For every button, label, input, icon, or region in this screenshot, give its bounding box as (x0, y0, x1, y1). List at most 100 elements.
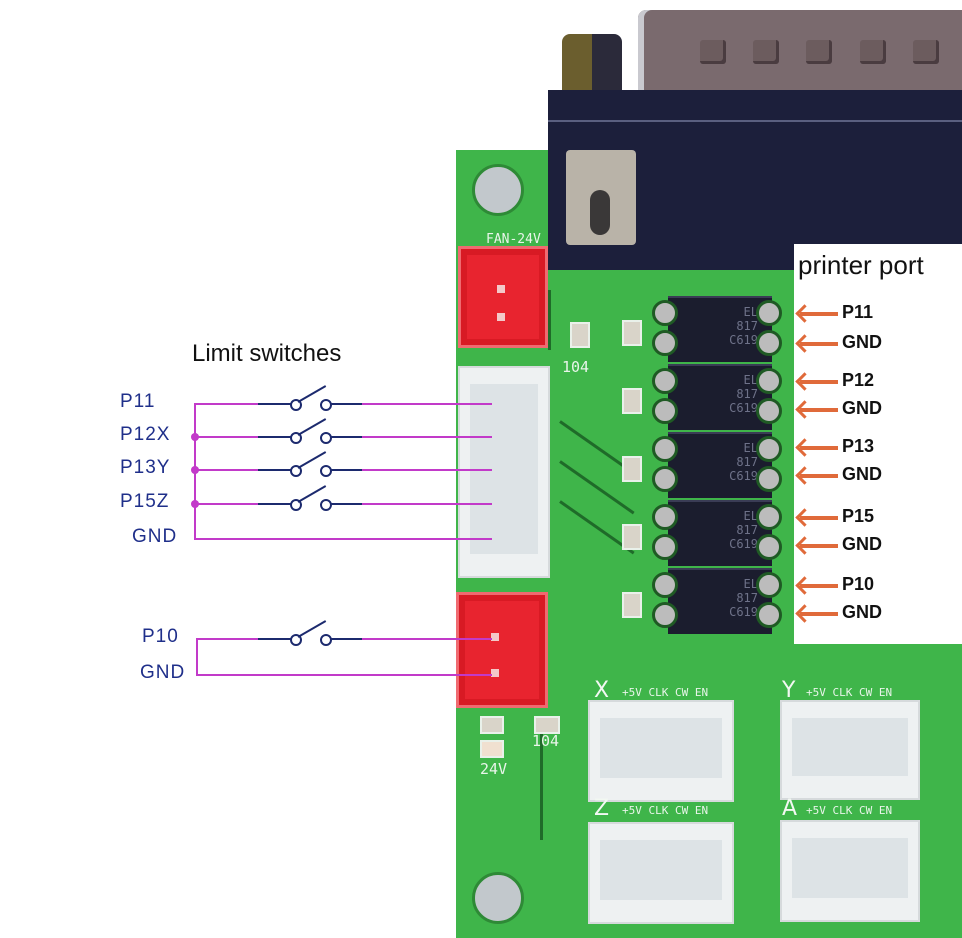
wire (194, 503, 258, 505)
probe-line-label: GND (140, 662, 186, 683)
printer-port-pin-label: P10 (842, 574, 875, 594)
axis-z-pins: +5V CLK CW EN (622, 804, 709, 817)
opto-pad (652, 466, 678, 492)
axis-x-connector (588, 700, 734, 802)
opto-pad (756, 572, 782, 598)
arrow-icon (800, 474, 838, 478)
opto-marking: 817 (736, 591, 758, 605)
common-ground-wire (194, 403, 196, 538)
smd-resistor (622, 456, 642, 482)
opto-pad (652, 534, 678, 560)
opto-pad (652, 572, 678, 598)
axis-y-pins: +5V CLK CW EN (806, 686, 893, 699)
axis-y-label: Y (782, 678, 796, 703)
db25-pin (913, 40, 939, 64)
opto-pad (652, 602, 678, 628)
smd-capacitor (570, 322, 590, 348)
connector-pin (491, 633, 499, 641)
opto-pad (652, 504, 678, 530)
opto-pad (756, 368, 782, 394)
db25-pin (860, 40, 886, 64)
axis-a-connector (780, 820, 920, 922)
opto-marking: C619 (729, 605, 758, 619)
switch-contact (320, 634, 332, 646)
limit-line-label: GND (132, 526, 178, 547)
printer-port-pin-label: GND (842, 332, 882, 352)
opto-pad (756, 466, 782, 492)
wire (194, 403, 258, 405)
arrow-icon (800, 612, 838, 616)
printer-port-pin-label: P15 (842, 506, 875, 526)
opto-pad (756, 330, 782, 356)
printer-port-pin-label: GND (842, 464, 882, 484)
opto-marking: EL (743, 373, 758, 387)
opto-pad (652, 300, 678, 326)
switch-contact (320, 399, 332, 411)
pcb-trace (548, 290, 551, 350)
printer-port-pin-label: P13 (842, 436, 875, 456)
limit-switches-title: Limit switches (192, 340, 342, 367)
opto-marking: C619 (729, 401, 758, 415)
power-led (480, 740, 504, 758)
opto-pad (652, 436, 678, 462)
opto-marking: C619 (729, 537, 758, 551)
switch-contact (320, 499, 332, 511)
switch-lead (258, 469, 292, 471)
probe-line-label: P10 (142, 626, 179, 647)
smd-capacitor (534, 716, 560, 734)
opto-pad (756, 504, 782, 530)
mount-hole-bottom (472, 872, 524, 924)
fan-silk-label: FAN-24V (486, 232, 541, 247)
wire (196, 638, 258, 640)
switch-contact (320, 465, 332, 477)
printer-port-pin-label: GND (842, 534, 882, 554)
wire (196, 674, 492, 676)
axis-x-label: X (594, 678, 610, 703)
wire (362, 469, 492, 471)
opto-pad (756, 534, 782, 560)
opto-pad (652, 398, 678, 424)
smd-resistor (622, 388, 642, 414)
wire (362, 638, 492, 640)
limit-line-label: P15Z (120, 491, 170, 512)
printer-port-pin-label: P12 (842, 370, 875, 390)
switch-lead (258, 638, 292, 640)
wire (362, 436, 492, 438)
db25-connector-shell (638, 10, 962, 90)
opto-pad (756, 602, 782, 628)
switch-lead (330, 469, 362, 471)
opto-marking: C619 (729, 469, 758, 483)
switch-lead (330, 638, 362, 640)
axis-a-label: A (782, 796, 798, 821)
mount-hole-top (472, 164, 524, 216)
opto-marking: EL (743, 441, 758, 455)
switch-lead (258, 503, 292, 505)
connector-pin (491, 669, 499, 677)
switch-contact (320, 432, 332, 444)
switch-lead (258, 403, 292, 405)
limit-switch-connector (458, 366, 550, 578)
wire (194, 538, 492, 540)
wire (194, 469, 258, 471)
opto-marking: C619 (729, 333, 758, 347)
connector-edge (548, 120, 962, 122)
opto-marking: 817 (736, 455, 758, 469)
opto-marking: 817 (736, 523, 758, 537)
limit-line-label: P12X (120, 424, 171, 445)
axis-a-pins: +5V CLK CW EN (806, 804, 893, 817)
smd-resistor (622, 320, 642, 346)
connector-pin (497, 285, 505, 293)
limit-line-label: P11 (120, 391, 156, 412)
probe-connector (456, 592, 548, 708)
smd-resistor (622, 592, 642, 618)
opto-marking: EL (743, 577, 758, 591)
opto-pad (756, 436, 782, 462)
printer-port-pin-label: GND (842, 398, 882, 418)
db25-pin (753, 40, 779, 64)
switch-lead (258, 436, 292, 438)
opto-pad (652, 330, 678, 356)
